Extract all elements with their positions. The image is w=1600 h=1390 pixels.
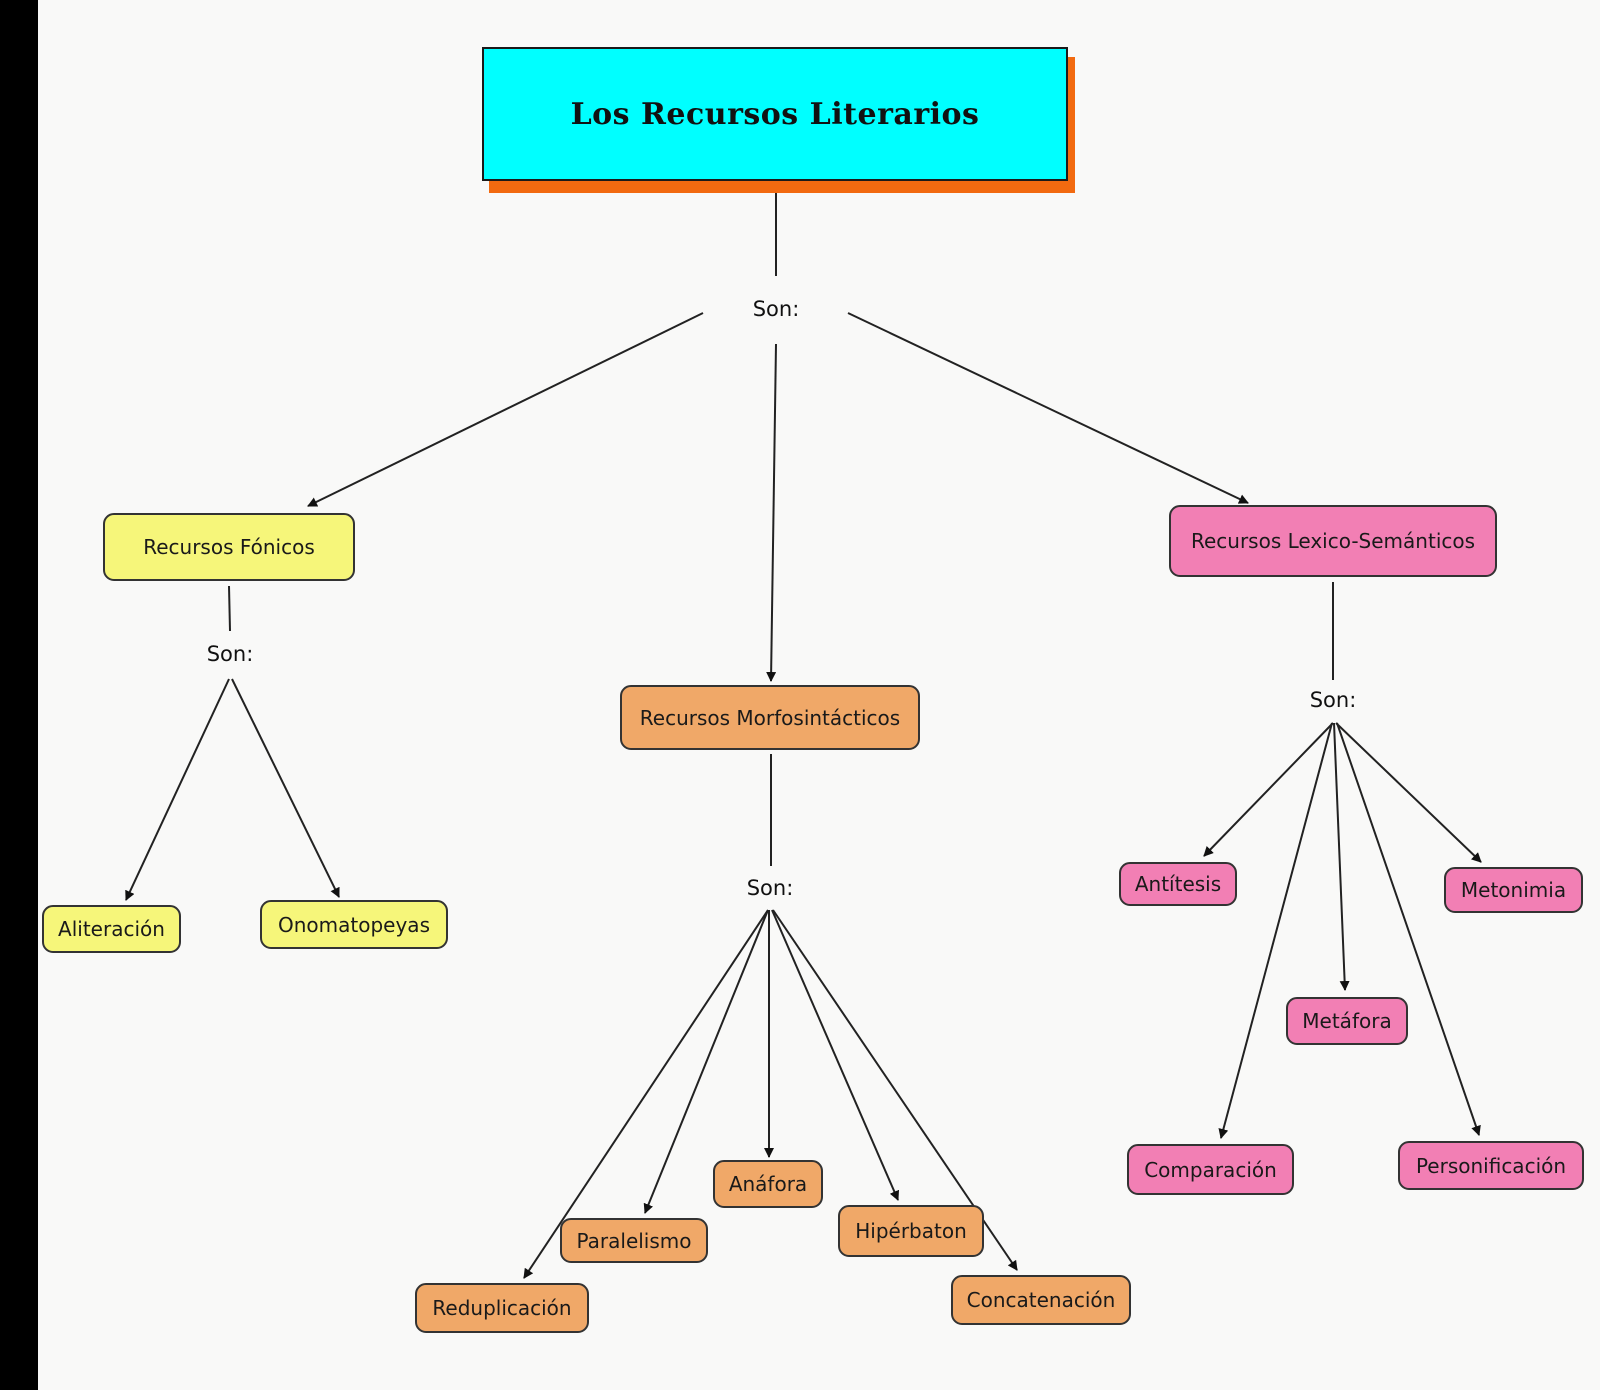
link-label-fonicos: Son:: [200, 642, 260, 666]
node-label: Aliteración: [58, 917, 165, 941]
arrow-to-metonimia: [1335, 722, 1482, 863]
node-label: Concatenación: [966, 1288, 1116, 1312]
node-recursos-morfosintacticos: Recursos Morfosintácticos: [620, 685, 920, 750]
line-fonicos-to-son: [228, 585, 231, 632]
left-border: [0, 0, 38, 1390]
title-box: Los Recursos Literarios: [482, 47, 1068, 181]
arrow-to-paralelismo: [643, 909, 769, 1214]
arrow-to-reduplicacion: [523, 909, 769, 1279]
arrow-to-metafora: [1333, 722, 1350, 991]
node-aliteracion: Aliteración: [42, 905, 181, 953]
node-label: Recursos Fónicos: [143, 535, 315, 559]
page-title: Los Recursos Literarios: [570, 96, 980, 132]
arrow-to-onomatopeyas: [231, 678, 340, 898]
node-recursos-fonicos: Recursos Fónicos: [103, 513, 355, 581]
node-paralelismo: Paralelismo: [560, 1218, 708, 1263]
node-hiperbaton: Hipérbaton: [838, 1205, 984, 1257]
arrow-to-morfosintacticos: [766, 343, 777, 682]
node-label: Recursos Morfosintácticos: [639, 705, 901, 730]
node-comparacion: Comparación: [1127, 1144, 1294, 1195]
arrow-to-comparacion: [1218, 722, 1333, 1139]
arrow-to-fonicos: [307, 312, 704, 507]
link-label-root: Son:: [746, 297, 806, 321]
node-label: Comparación: [1144, 1157, 1277, 1182]
node-anafora: Anáfora: [713, 1160, 823, 1208]
node-metafora: Metáfora: [1286, 997, 1408, 1045]
node-personificacion: Personificación: [1398, 1141, 1584, 1190]
node-label: Onomatopeyas: [278, 912, 430, 937]
node-label: Anáfora: [728, 1172, 808, 1196]
link-label-lexico: Son:: [1303, 688, 1363, 712]
node-metonimia: Metonimia: [1444, 867, 1583, 913]
node-antitesis: Antítesis: [1119, 862, 1237, 906]
link-label-morfosintacticos: Son:: [740, 876, 800, 900]
node-reduplicacion: Reduplicación: [415, 1283, 589, 1333]
node-label: Recursos Lexico-Semánticos: [1190, 529, 1476, 553]
node-label: Personificación: [1415, 1153, 1567, 1178]
node-label: Metonimia: [1460, 878, 1567, 902]
arrow-to-lexico: [847, 312, 1249, 504]
node-onomatopeyas: Onomatopeyas: [260, 900, 448, 949]
node-label: Antítesis: [1134, 872, 1222, 896]
node-label: Paralelismo: [576, 1228, 692, 1253]
node-label: Reduplicación: [432, 1296, 572, 1320]
arrow-to-antitesis: [1203, 722, 1334, 857]
node-label: Hipérbaton: [855, 1219, 967, 1243]
node-label: Metáfora: [1302, 1009, 1392, 1033]
node-recursos-lexico-semanticos: Recursos Lexico-Semánticos: [1169, 505, 1497, 577]
arrow-to-personificacion: [1336, 722, 1481, 1136]
arrow-to-hiperbaton: [771, 909, 899, 1201]
node-concatenacion: Concatenación: [951, 1275, 1131, 1325]
arrow-to-aliteracion: [125, 678, 230, 901]
